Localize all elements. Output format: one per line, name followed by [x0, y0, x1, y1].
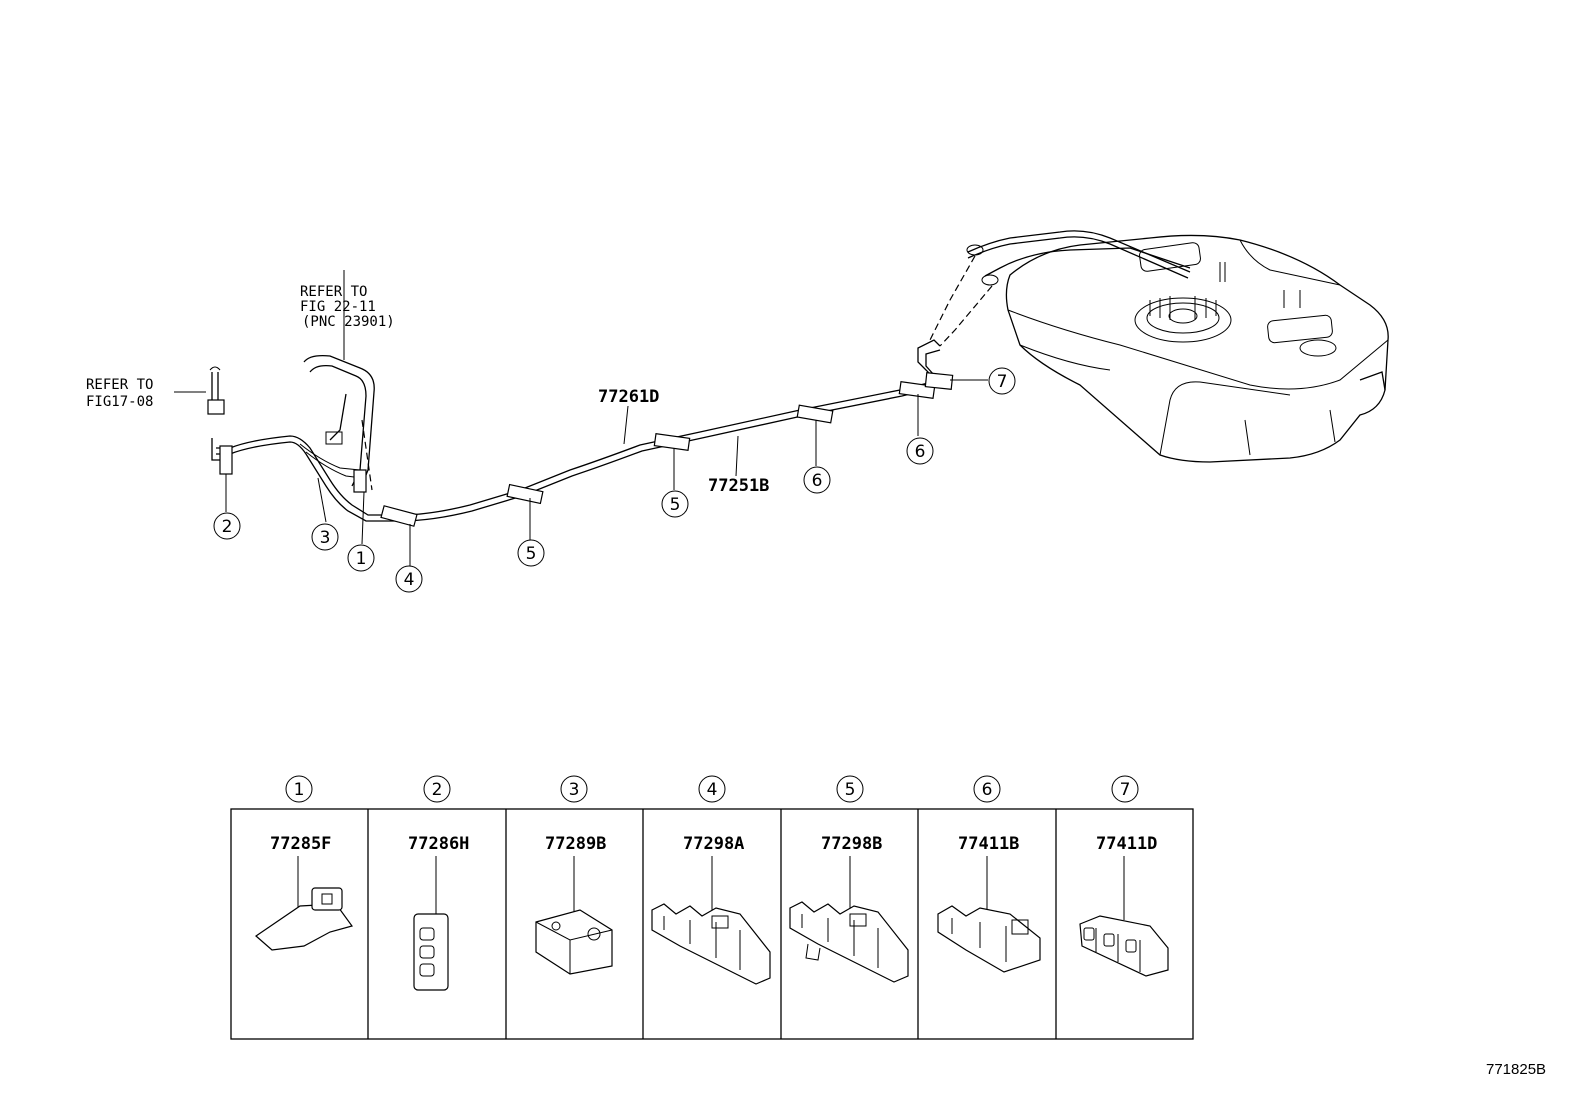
legend-index-1: 1 — [294, 780, 305, 800]
callout-6a: 6 — [803, 466, 831, 494]
svg-text:5: 5 — [670, 495, 681, 515]
tank-pipes — [929, 230, 1191, 347]
legend-part-5: 77298B — [821, 834, 882, 854]
legend-index-2: 2 — [432, 780, 443, 800]
callout-7: 7 — [988, 367, 1016, 395]
ref-17-08-line1: REFER TO — [86, 377, 153, 393]
legend-cell-3: 3 77289B — [535, 775, 613, 975]
callout-5a: 5 — [517, 539, 545, 567]
ref-22-11-line2: FIG 22-11 — [300, 299, 376, 315]
callout-1: 1 — [347, 544, 375, 572]
callout-2: 2 — [213, 512, 241, 540]
legend-cell-6: 6 77411B — [937, 775, 1041, 973]
legend-index-3: 3 — [569, 780, 580, 800]
legend-cell-5: 5 77298B — [789, 775, 909, 983]
main-fuel-lines — [207, 339, 941, 522]
svg-text:6: 6 — [812, 471, 823, 491]
legend-index-5: 5 — [845, 780, 856, 800]
reference-fig-17-08: REFER TO FIG17-08 — [86, 377, 153, 410]
legend-cell-2: 2 77286H — [408, 775, 469, 991]
diagram-code: 771825B — [1486, 1061, 1546, 1078]
legend-cell-7: 7 77411D — [1079, 775, 1169, 977]
legend-part-1: 77285F — [270, 834, 331, 854]
legend-index-4: 4 — [707, 780, 718, 800]
legend-cell-1: 1 77285F — [255, 775, 353, 951]
reference-fig-22-11: REFER TO FIG 22-11 (PNC 23901) — [300, 284, 395, 330]
svg-text:6: 6 — [915, 442, 926, 462]
legend-part-4: 77298A — [683, 834, 744, 854]
fuel-tank — [1005, 234, 1389, 463]
legend-part-3: 77289B — [545, 834, 606, 854]
svg-text:1: 1 — [356, 549, 367, 569]
svg-text:5: 5 — [526, 544, 537, 564]
svg-text:3: 3 — [320, 528, 331, 548]
legend-index-6: 6 — [982, 780, 993, 800]
callout-5b: 5 — [661, 490, 689, 518]
svg-text:7: 7 — [997, 372, 1008, 392]
legend-index-7: 7 — [1120, 780, 1131, 800]
callout-6b: 6 — [906, 437, 934, 465]
legend-part-2: 77286H — [408, 834, 469, 854]
clamp-legend-table: 1 77285F 2 77286H 3 77289B — [230, 775, 1194, 1040]
legend-part-7: 77411D — [1096, 834, 1157, 854]
callout-4: 4 — [395, 565, 423, 593]
svg-text:4: 4 — [404, 570, 415, 590]
leader-lines — [174, 270, 988, 566]
svg-text:2: 2 — [222, 517, 233, 537]
ref-22-11-line3: (PNC 23901) — [302, 314, 395, 330]
callout-3: 3 — [311, 523, 339, 551]
legend-cell-4: 4 77298A — [651, 775, 771, 985]
legend-part-6: 77411B — [958, 834, 1019, 854]
ref-22-11-line1: REFER TO — [300, 284, 367, 300]
line-clamps — [380, 372, 954, 527]
ref-17-08-line2: FIG17-08 — [86, 394, 153, 410]
part-label-77251b: 77251B — [708, 476, 769, 496]
part-label-77261d: 77261D — [598, 387, 659, 407]
